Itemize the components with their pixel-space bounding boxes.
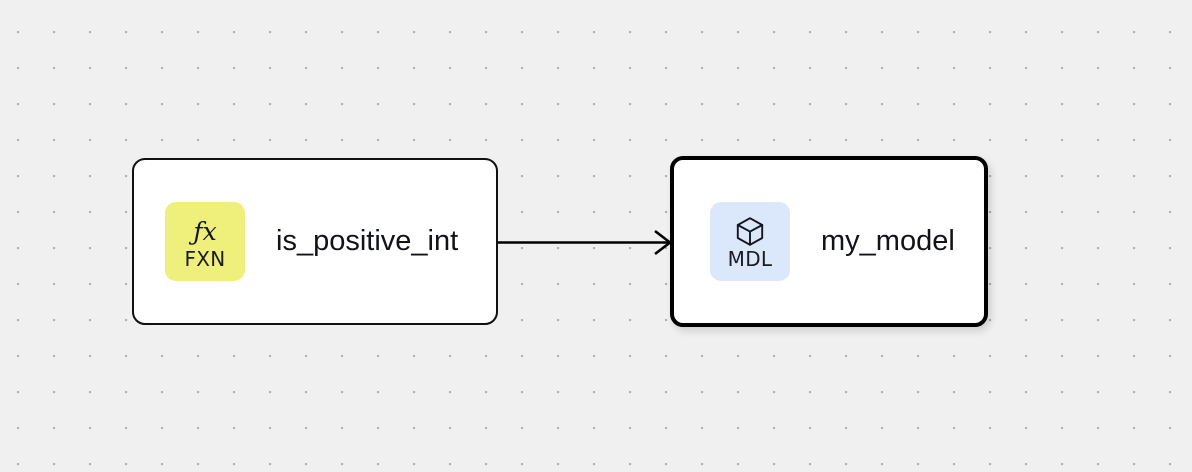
edge-fxn-to-mdl[interactable]	[498, 229, 673, 256]
node-type-label: MDL	[727, 247, 773, 271]
node-type-label: FXN	[184, 247, 226, 271]
node-type-badge-fxn: ƒx FXN	[165, 202, 245, 281]
cube-3d-icon	[734, 214, 766, 248]
function-fx-icon: ƒx	[193, 214, 216, 248]
graph-node-is-positive-int[interactable]: ƒx FXN is_positive_int	[132, 158, 498, 325]
graph-node-my-model[interactable]: MDL my_model	[670, 156, 988, 327]
node-type-badge-mdl: MDL	[710, 202, 790, 281]
node-title: my_model	[821, 225, 955, 257]
function-fx-glyph: ƒx	[193, 216, 217, 246]
node-title: is_positive_int	[276, 225, 459, 257]
edge-arrowhead-icon	[654, 229, 673, 256]
